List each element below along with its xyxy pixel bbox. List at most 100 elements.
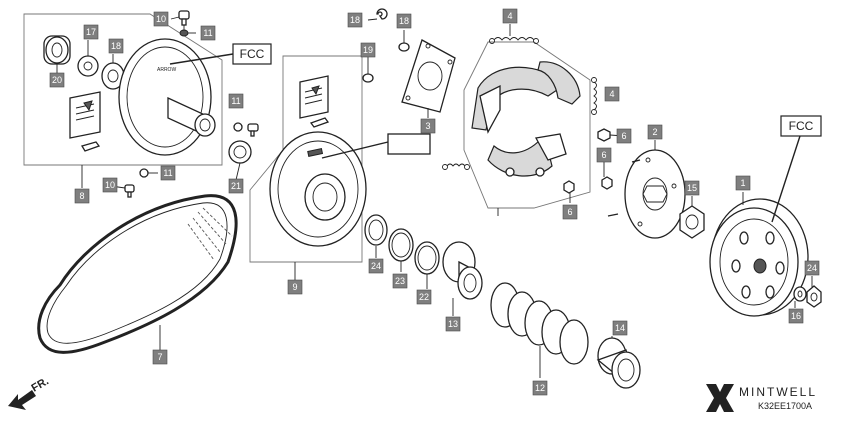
callout-20: 20 [49,72,65,88]
part-driven-face [269,131,367,247]
callout-1: 1 [735,175,751,191]
part-10-bolt-top [178,10,190,26]
part-4-spring-top [489,37,539,44]
part-1-clutch-outer [709,198,809,317]
callout-number: 23 [395,276,405,286]
callout-11: 11 [160,165,176,181]
part-22-ring [414,241,440,275]
callout-number: 19 [363,45,373,55]
callout-10: 10 [153,11,169,27]
part-10-bolt-lower [124,184,135,198]
part-23-ring [388,228,414,262]
blank-callout-box [387,133,431,155]
callout-number: 17 [86,27,96,37]
callout-6: 6 [616,128,632,144]
part-clip-2 [309,117,330,128]
fcc-label-right: FCC [780,115,822,137]
frame-drive-face [23,13,223,166]
part-16-washer [793,286,807,302]
callout-4: 4 [502,8,518,24]
callout-number: 11 [203,28,212,38]
callout-number: 4 [507,11,512,21]
callout-number: 24 [807,263,817,273]
callout-14: 14 [612,320,628,336]
part-24-ring [364,214,388,246]
brand-name: MINTWELL [739,385,818,399]
callout-number: 14 [615,323,625,333]
callout-18: 18 [347,12,363,28]
callout-18: 18 [396,13,412,29]
callout-number: 24 [371,261,381,271]
callout-number: 11 [231,96,240,106]
callout-number: 3 [425,121,430,131]
part-18-clip-c [362,73,374,83]
callout-number: 16 [791,311,801,321]
svg-text:ARROW: ARROW [157,67,176,73]
callout-11: 11 [200,25,216,41]
callout-10: 10 [102,177,118,193]
callout-number: 4 [609,89,614,99]
svg-text:FCC: FCC [789,119,814,133]
callout-number: 20 [52,75,62,85]
diagram-code: K32EE1700A [758,401,813,411]
part-18-clip-b [398,42,410,52]
callout-24: 24 [804,260,820,276]
brand-block: MINTWELL K32EE1700A [703,381,833,417]
part-4-spring-right [591,77,597,115]
callout-number: 10 [105,180,115,190]
part-11-collar-top [179,29,189,37]
callout-number: 15 [687,183,697,193]
part-12-spring [490,282,589,365]
part-15-nut [679,205,705,239]
callout-number: 6 [621,131,626,141]
callout-number: 22 [419,292,429,302]
callout-number: 21 [231,181,241,191]
part-14-collar [596,337,641,389]
part-20-bearing [43,35,71,65]
part-3-drive-plate [401,39,456,113]
callout-4: 4 [604,86,620,102]
part-13-guide [442,241,483,300]
callout-6: 6 [596,147,612,163]
part-11-collar-mid [233,122,243,132]
callout-6: 6 [562,204,578,220]
part-grease-sheet-2 [299,75,329,119]
part-17-washer [77,55,99,77]
callout-number: 9 [292,282,297,292]
callout-19: 19 [360,42,376,58]
callout-13: 13 [445,316,461,332]
part-2-clutch-plate [607,149,686,239]
part-7-v-belt [37,194,238,354]
callout-number: 1 [740,178,745,188]
callout-24: 24 [368,258,384,274]
part-10-bolt-mid [247,123,259,137]
callout-15: 15 [684,180,700,196]
callout-21: 21 [228,178,244,194]
part-grease-sheet [69,91,101,139]
callout-number: 6 [567,207,572,217]
callout-3: 3 [420,118,436,134]
callout-number: 12 [535,383,545,393]
brand-logo-mark [706,384,734,412]
frame-clutch-shoe [463,41,591,209]
callout-12: 12 [532,380,548,396]
svg-text:FCC: FCC [240,47,265,61]
callout-16: 16 [788,308,804,324]
callout-number: 18 [399,16,409,26]
part-6-nut-c [563,180,575,194]
front-direction-arrow: FR. [8,375,51,410]
part-24-nut-right [806,285,822,308]
callout-number: 7 [157,352,162,362]
fcc-label-left: FCC [232,43,272,65]
part-clip [81,141,101,152]
callout-2: 2 [647,124,663,140]
callout-number: 11 [163,168,172,178]
callout-number: 18 [350,15,360,25]
callout-11: 11 [228,93,244,109]
part-21-seal [228,140,252,164]
callout-7: 7 [152,349,168,365]
part-drive-face: ARROW [118,38,216,156]
callout-number: 2 [652,127,657,137]
part-11-collar-lower [139,168,149,178]
